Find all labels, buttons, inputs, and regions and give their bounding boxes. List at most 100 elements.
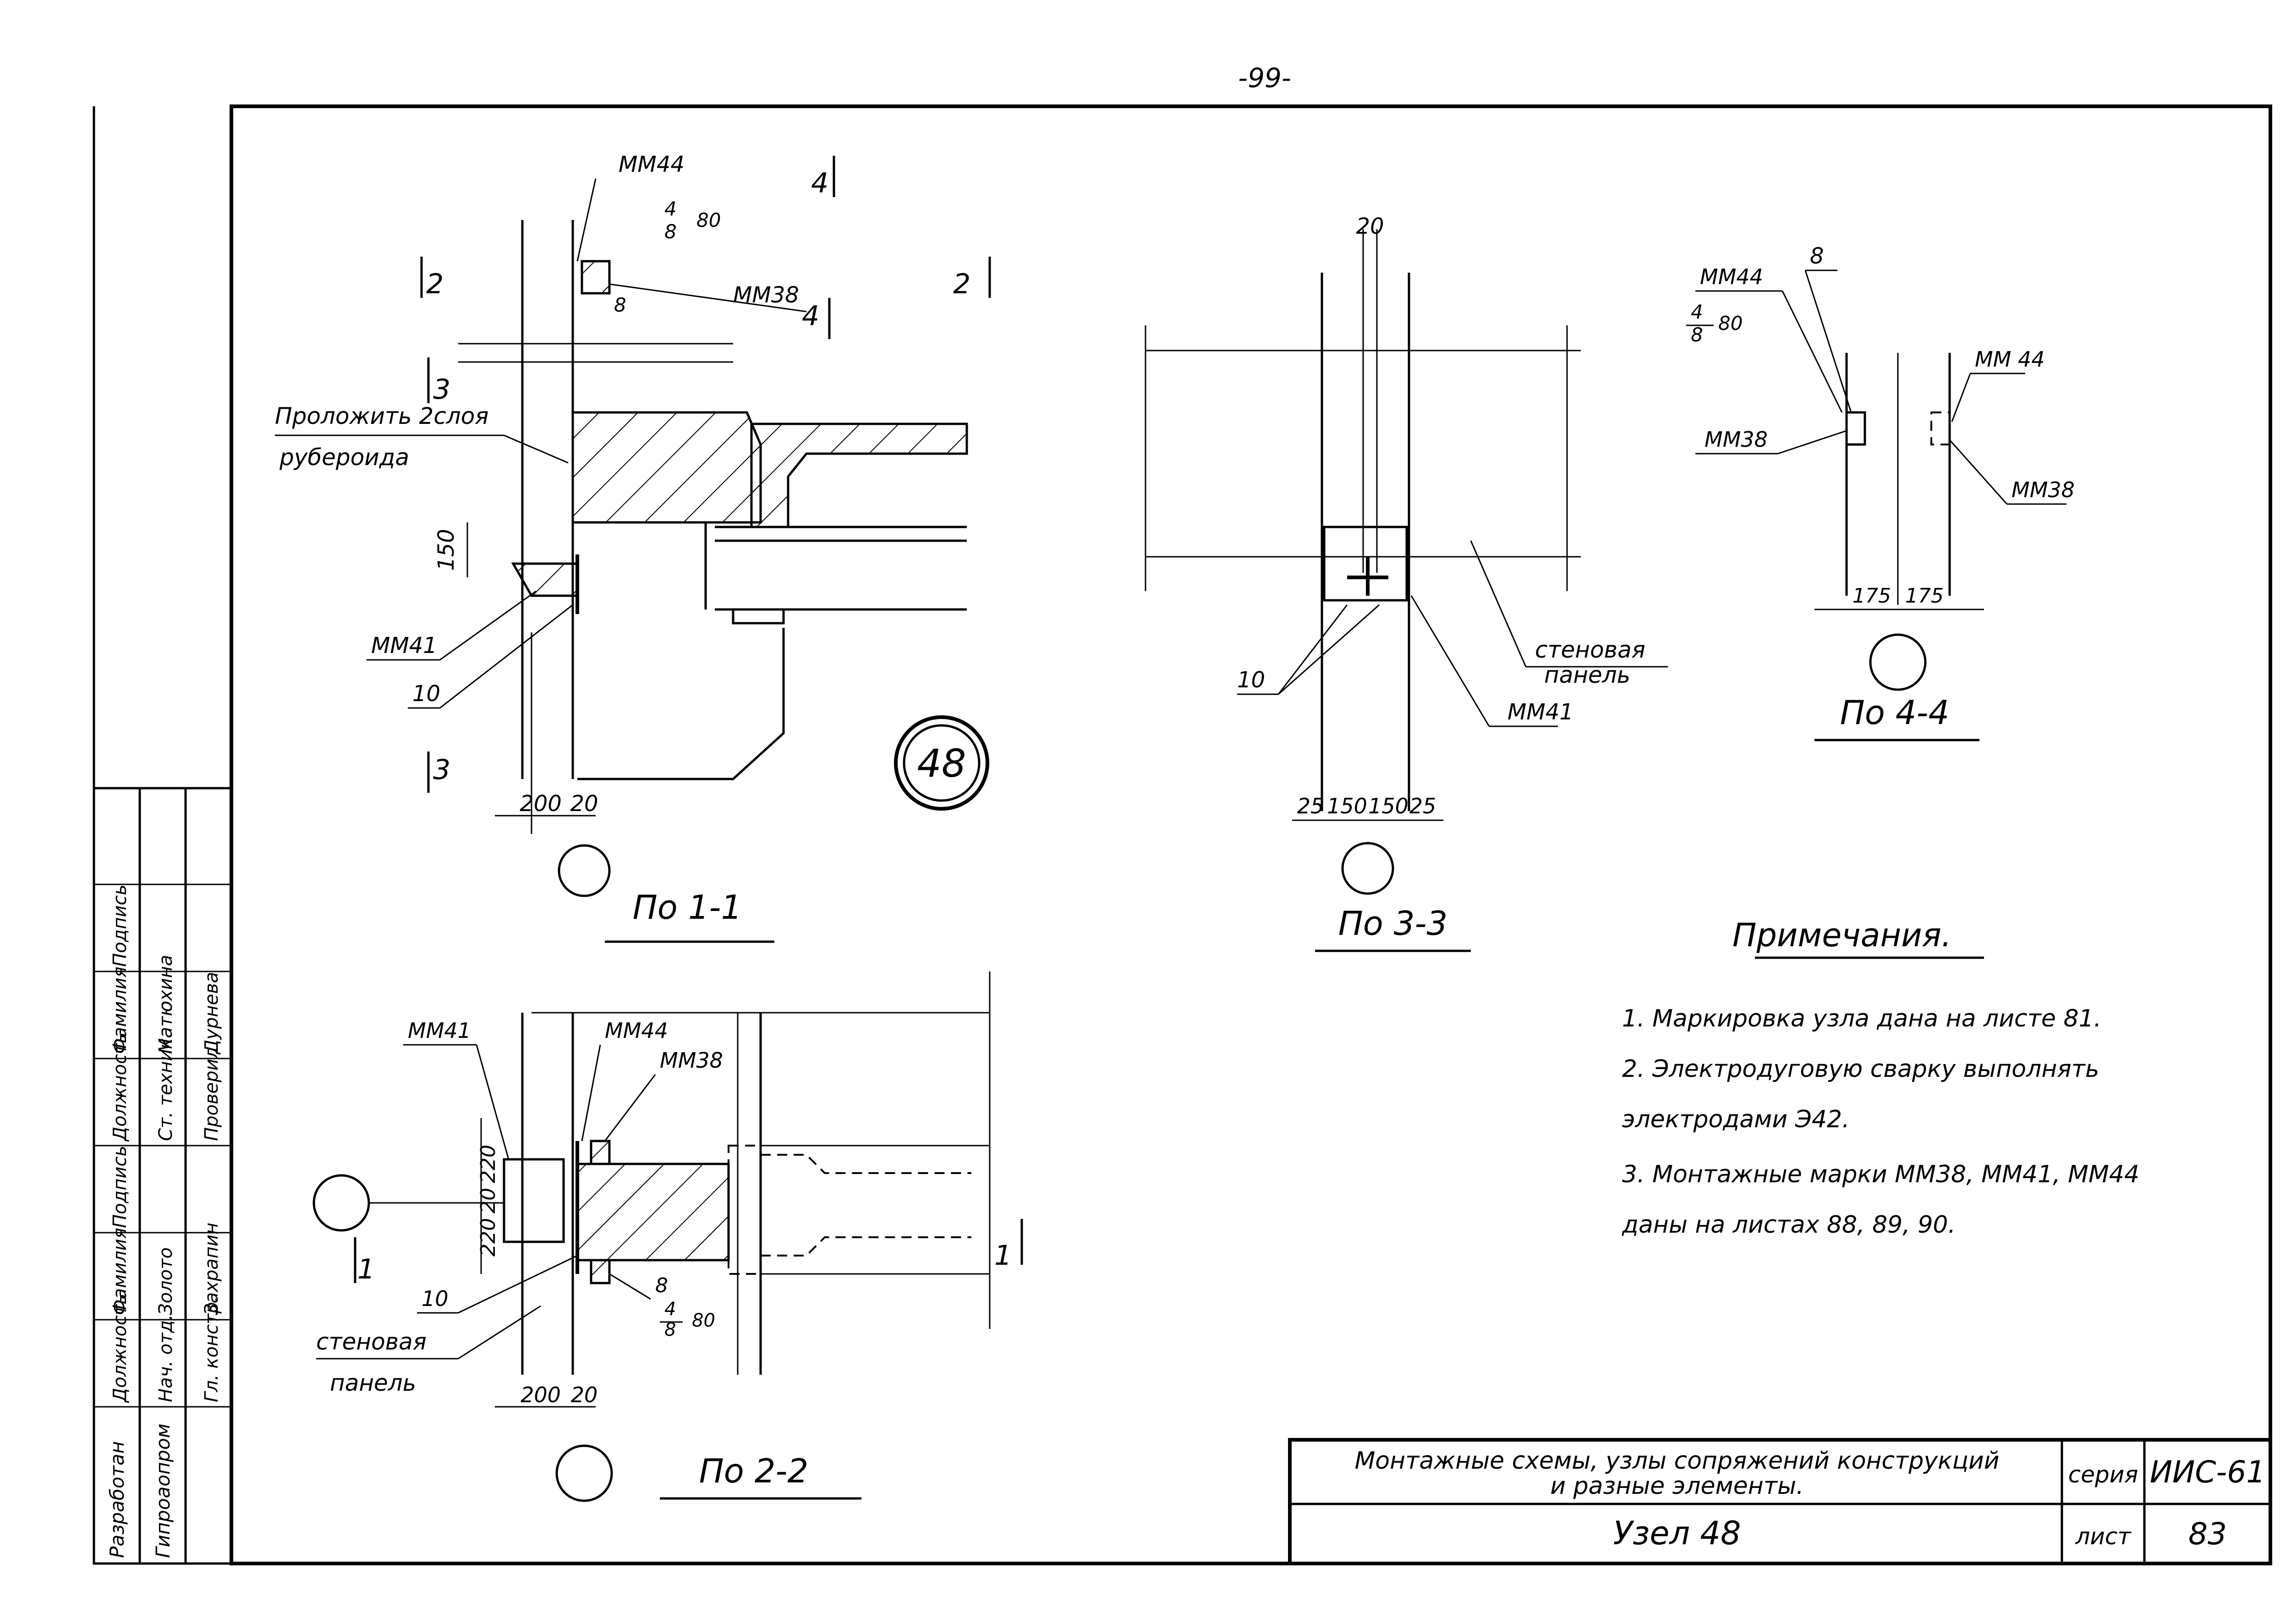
node-bubble [894, 715, 989, 811]
approval-stamp: Разработан Гипроаопром Должность Фамилия… [93, 787, 233, 1565]
v44-axis-bubble [1869, 633, 1927, 691]
v44-title: По 4-4 [1840, 693, 1950, 732]
v11-weld10: 10 [412, 681, 440, 707]
v22-weld10: 10 [422, 1286, 449, 1311]
v22-frac-top: 4 [664, 1299, 676, 1320]
v11-cut2b: 2 [953, 268, 970, 300]
v11-cut2: 2 [426, 268, 444, 300]
v11-cut4b: 4 [802, 300, 819, 332]
v22-axis-bubble-left [312, 1174, 370, 1232]
v11-frac-bot: 8 [664, 220, 677, 243]
node-bubble-label: 48 [917, 741, 966, 786]
tb-description-1: Монтажные схемы, узлы сопряжений констру… [1354, 1447, 1999, 1475]
v22-panel2: панель [330, 1370, 416, 1396]
stamp2-r1-pos: Ст. техник [155, 1038, 176, 1141]
v33-d25b: 25 [1409, 794, 1436, 818]
notes-title: Примечания. [1732, 916, 1951, 954]
stamp2-r2-name: Дурнева [201, 972, 222, 1055]
notes-block: Примечания. 1. Маркировка узла дана на л… [1622, 916, 2139, 1239]
note-line-4: 3. Монтажные марки ММ38, ММ41, ММ44 [1622, 1161, 2139, 1188]
stamp-h-name: Фамилия [110, 1228, 131, 1315]
v22-frac-bot: 8 [664, 1319, 676, 1340]
stamp-r1-name: Золото [155, 1247, 176, 1315]
tb-series-label: серия [2068, 1461, 2138, 1488]
v22-cut1b: 1 [994, 1240, 1012, 1272]
v11-dim200: 200 [520, 791, 562, 817]
stamp-r1-pos: Нач. отд. [155, 1314, 176, 1402]
v44-frac-top: 4 [1691, 301, 1703, 323]
v11-note-rub2: рубероида [279, 444, 409, 471]
tb-sheet-value: 83 [2188, 1516, 2227, 1552]
v11-axis-bubble [558, 844, 611, 897]
v11-mm44: ММ44 [619, 152, 685, 177]
v44-weld8: 8 [1810, 243, 1824, 269]
tb-sheet-label: лист [2075, 1523, 2132, 1550]
note-line-5: даны на листах 88, 89, 90. [1622, 1211, 1956, 1239]
v44-mm38-left: ММ38 [1705, 427, 1768, 452]
v22-weld8: 8 [655, 1274, 668, 1297]
tb-series-value: ИИС-61 [2150, 1454, 2266, 1490]
v22-title: По 2-2 [699, 1452, 809, 1490]
v33-title: По 3-3 [1338, 904, 1448, 943]
v22-dim200: 200 [521, 1383, 561, 1407]
stamp2-r2-pos: Проверил [201, 1047, 222, 1141]
v11-weld8: 8 [614, 294, 626, 316]
v44-d175b: 175 [1905, 584, 1944, 608]
stamp-r2-pos: Гл. констр. [201, 1296, 222, 1402]
stamp2-r1-name: Матюхина [155, 955, 176, 1054]
v11-cut3: 3 [433, 373, 450, 406]
v22-axis-bubble-bottom [555, 1444, 613, 1502]
v22-d20: 20 [477, 1188, 500, 1213]
v33-d150a: 150 [1327, 794, 1367, 818]
v22-cut1a: 1 [357, 1253, 375, 1285]
v11-dim150: 150 [433, 529, 459, 571]
view-2-2: ММ41 ММ44 ММ38 220 20 220 1 1 10 8 4 8 8… [312, 971, 1023, 1502]
v22-d220b: 220 [477, 1218, 500, 1256]
v22-frac-len: 80 [692, 1310, 715, 1331]
v44-mm44-right: ММ 44 [1975, 347, 2045, 372]
sheet-frame [230, 104, 2272, 1565]
page-number: -99- [1238, 62, 1291, 93]
v44-frac-bot: 8 [1691, 324, 1703, 346]
v22-mm44: ММ44 [605, 1018, 668, 1043]
v44-mm44-left: ММ44 [1700, 264, 1763, 289]
v22-dim20b: 20 [571, 1383, 598, 1407]
v33-d25a: 25 [1297, 794, 1324, 818]
title-block: Монтажные схемы, узлы сопряжений констру… [1288, 1438, 2272, 1565]
note-line-1: 1. Маркировка узла дана на листе 81. [1622, 1005, 2101, 1032]
v33-panel2: панель [1544, 662, 1630, 688]
v11-note-rub1: Проложить 2слоя [275, 403, 488, 429]
stamp-h-sign: Подпись [110, 1146, 131, 1228]
view-4-4: 175 175 8 ММ44 4 8 80 ММ 44 ММ38 ММ38 По… [1686, 243, 2075, 741]
v44-d175a: 175 [1853, 584, 1891, 608]
v33-weld10: 10 [1237, 667, 1265, 693]
stamp2-h-name: Фамилия [110, 966, 131, 1054]
stamp-org: Гипроаопром [152, 1424, 174, 1558]
stamp-dev-label: Разработан [106, 1441, 128, 1558]
v22-mm41: ММ41 [408, 1018, 471, 1043]
stamp-h-position: Должность [110, 1294, 131, 1403]
v11-frac-top: 4 [664, 198, 677, 220]
stamp2-h-position: Должность [110, 1032, 131, 1142]
v33-axis-bubble [1341, 842, 1394, 895]
v11-dim20: 20 [570, 791, 598, 817]
stamp2-h-sign: Подпись [110, 884, 131, 967]
v44-frac-len: 80 [1718, 312, 1743, 335]
v11-title: По 1-1 [633, 888, 742, 927]
v22-mm38: ММ38 [660, 1048, 723, 1073]
v11-cut4: 4 [811, 167, 828, 199]
v44-mm38-right: ММ38 [2011, 477, 2075, 502]
v22-d220a: 220 [477, 1145, 500, 1183]
v33-mm41: ММ41 [1507, 699, 1573, 725]
v11-frac-len: 80 [696, 209, 721, 231]
v11-mm41: ММ41 [371, 633, 437, 658]
stamp-r2-name: Захрапин [201, 1223, 222, 1315]
v11-mm38: ММ38 [733, 282, 799, 308]
v33-dim20: 20 [1356, 214, 1384, 239]
v11-cut3b: 3 [433, 754, 450, 786]
v33-d150b: 150 [1368, 794, 1409, 818]
v33-panel1: стеновая [1535, 636, 1645, 663]
tb-node-name: Узел 48 [1613, 1514, 1741, 1552]
view-1-1: 150 200 20 ММ44 4 8 80 ММ38 8 4 4 2 2 3 … [275, 152, 991, 943]
